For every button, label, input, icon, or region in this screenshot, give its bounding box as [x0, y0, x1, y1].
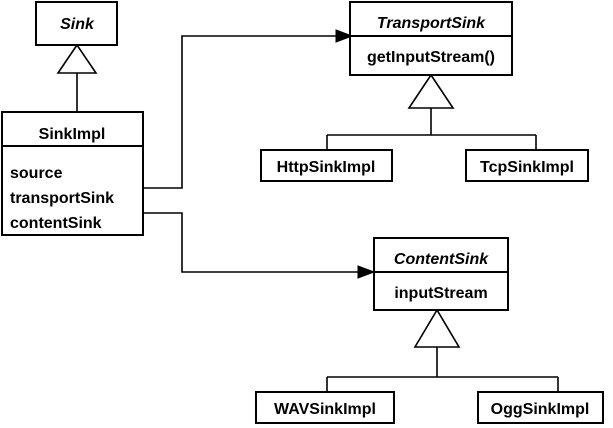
- class-box-tcpsinkimpl[interactable]: TcpSinkImpl: [465, 149, 589, 182]
- class-box-contentsink[interactable]: ContentSink inputStream: [373, 237, 509, 311]
- class-name-sink: Sink: [60, 16, 95, 33]
- class-name-wavsinkimpl: WAVSinkImpl: [274, 401, 376, 418]
- class-box-transportsink[interactable]: TransportSink getInputStream(): [349, 1, 513, 76]
- class-box-sink[interactable]: Sink: [35, 1, 118, 46]
- association-transportsink: [143, 29, 354, 189]
- association-contentsink: [143, 212, 376, 279]
- generalization-sinkimpl-to-sink: [56, 43, 98, 112]
- class-name-tcpsinkimpl: TcpSinkImpl: [480, 159, 574, 176]
- class-box-oggsinkimpl[interactable]: OggSinkImpl: [477, 391, 604, 424]
- class-name-contentsink: ContentSink: [394, 251, 489, 268]
- class-name-sinkimpl: SinkImpl: [39, 126, 106, 143]
- class-name-transportsink: TransportSink: [377, 15, 486, 32]
- class-box-sinkimpl[interactable]: SinkImpl source transportSink contentSin…: [1, 111, 144, 236]
- class-name-httpsinkimpl: HttpSinkImpl: [277, 159, 376, 176]
- class-box-httpsinkimpl[interactable]: HttpSinkImpl: [260, 149, 393, 182]
- attribute-contentsink: contentSink: [10, 215, 102, 232]
- class-name-oggsinkimpl: OggSinkImpl: [491, 401, 590, 418]
- member-inputstream: inputStream: [394, 285, 487, 302]
- generalization-fork-transportsink: [326, 73, 537, 150]
- member-getinputstream: getInputStream(): [367, 49, 495, 66]
- attribute-source: source: [10, 165, 63, 182]
- class-box-wavsinkimpl[interactable]: WAVSinkImpl: [255, 391, 395, 424]
- generalization-fork-contentsink: [326, 308, 559, 392]
- attribute-transportsink: transportSink: [10, 190, 114, 207]
